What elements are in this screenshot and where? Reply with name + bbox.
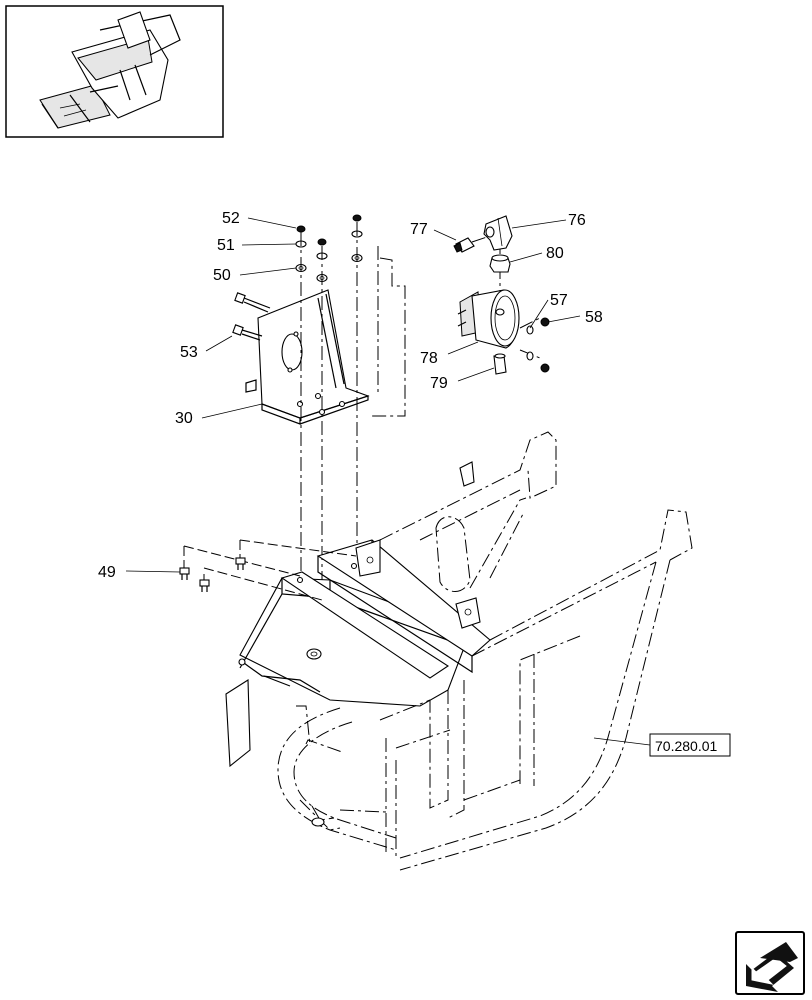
callout-77: 77: [410, 221, 428, 238]
callout-58: 58: [585, 309, 603, 326]
callout-57: 57: [550, 292, 568, 309]
callout-53: 53: [180, 344, 198, 361]
fitting-80: [489, 254, 511, 273]
cross-member-lower: [280, 571, 450, 679]
solenoid: [457, 289, 520, 349]
callout-80: 80: [546, 245, 564, 262]
fitting-79: [493, 353, 507, 375]
next-page-arrow-icon[interactable]: [735, 931, 805, 995]
machine-thumbnail-icon: [39, 11, 181, 129]
overview-thumbnail[interactable]: [5, 5, 224, 138]
assembly-centerlines: [300, 222, 541, 606]
reference-link[interactable]: 70.280.01: [649, 733, 731, 757]
mounting-bracket: [245, 289, 370, 425]
frame-tabs: [355, 461, 481, 629]
bolt-53-upper: [234, 292, 271, 313]
main-frame-outline: [277, 431, 693, 871]
leader-lines: [125, 217, 651, 746]
bolt-53-lower: [232, 324, 263, 341]
callout-78: 78: [420, 350, 438, 367]
callout-30: 30: [175, 410, 193, 427]
mounting-plate: [225, 577, 471, 768]
bolts-49: [179, 539, 357, 601]
washer-nut-57-58: [526, 317, 550, 373]
reference-label[interactable]: 70.280.01: [655, 738, 717, 754]
callout-50: 50: [213, 267, 231, 284]
fitting-77: [453, 237, 475, 253]
callout-79: 79: [430, 375, 448, 392]
elbow-fitting: [483, 215, 513, 251]
callout-49: 49: [98, 564, 116, 581]
callout-51: 51: [217, 237, 235, 254]
callout-52: 52: [222, 210, 240, 227]
callout-76: 76: [568, 212, 586, 229]
callout-labels: 52 51 50 53 30 77 76 80 57 58 78 79 49: [98, 210, 603, 581]
